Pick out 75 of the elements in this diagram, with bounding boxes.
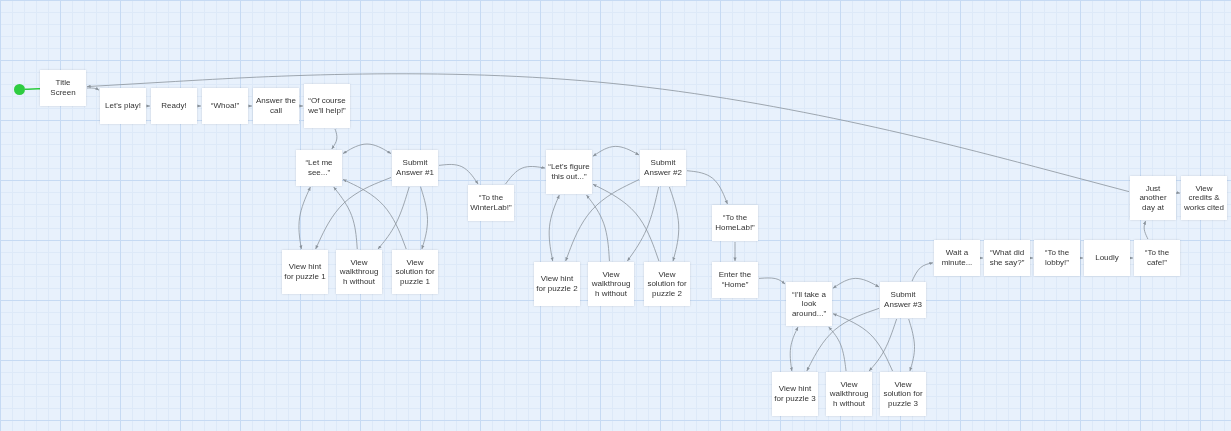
screen-title: “To the lobby!” xyxy=(1043,248,1071,268)
screen-card xyxy=(546,150,592,194)
screen-title: Enter the “Home” xyxy=(717,270,753,290)
screen-card xyxy=(588,262,634,306)
screen-title: Just another day at xyxy=(1138,183,1168,213)
screen-card xyxy=(786,282,832,326)
screen-card xyxy=(772,372,818,416)
screen-card xyxy=(336,250,382,294)
screen-card xyxy=(984,240,1030,276)
screen-card xyxy=(934,240,980,276)
screen-title: Loudly xyxy=(1095,253,1119,263)
screen-title: “Let me see...” xyxy=(304,158,334,178)
screen-title: “To the cafe!” xyxy=(1143,248,1171,268)
arrow xyxy=(1029,256,1034,260)
screen-title: Answer the call xyxy=(255,96,297,116)
screen-card xyxy=(151,88,197,124)
screen-card xyxy=(1034,240,1080,276)
screen-title: “Let's figure this out...” xyxy=(548,162,590,182)
screen-card xyxy=(202,88,248,124)
screen-title: Submit Answer #3 xyxy=(883,290,923,310)
screen-title: Submit Answer #2 xyxy=(643,158,683,178)
screen-title: View hint for puzzle 2 xyxy=(536,274,578,294)
screen-title: View credits & works cited xyxy=(1183,183,1225,213)
screen-title: “I'll take a look around...” xyxy=(790,289,828,319)
screen-title: View solution for puzzle 3 xyxy=(882,379,924,409)
arrow xyxy=(979,256,984,260)
screen-card xyxy=(880,282,926,318)
screen-title: Let's play! xyxy=(105,101,141,111)
screen-card xyxy=(1134,240,1180,276)
screen-title: Ready! xyxy=(161,101,187,111)
screen-card xyxy=(826,372,872,416)
start-circle xyxy=(14,84,25,95)
screen-title: View solution for puzzle 2 xyxy=(646,269,688,299)
screen-title: “Whoa!” xyxy=(210,101,240,111)
screen-title: Submit Answer #1 xyxy=(395,158,435,178)
arrow xyxy=(197,104,202,108)
screen-title: View walkthrough without xyxy=(828,379,870,409)
screen-card xyxy=(712,205,758,241)
screen-card xyxy=(712,262,758,298)
screen-card xyxy=(534,262,580,306)
screen-title: “What did she say?” xyxy=(988,248,1026,268)
screen-title: View walkthrough without xyxy=(590,269,632,299)
screen-title: “Of course we'll help!” xyxy=(307,96,347,116)
screen-card xyxy=(644,262,690,306)
screen-card xyxy=(296,150,342,186)
screen-title: View walkthrough without xyxy=(338,257,380,287)
arrow xyxy=(146,104,151,108)
screen-card xyxy=(1181,176,1227,220)
arrow xyxy=(298,186,311,250)
arrow xyxy=(299,104,304,108)
arrow xyxy=(248,104,253,108)
screen-card xyxy=(392,150,438,186)
screen-card xyxy=(40,70,86,106)
screen-title: View hint for puzzle 3 xyxy=(774,384,816,404)
screen-title: View hint for puzzle 1 xyxy=(284,262,326,282)
screen-card xyxy=(253,88,299,124)
screen-card xyxy=(304,84,350,128)
screen-card xyxy=(1084,240,1130,276)
screen-card xyxy=(468,185,514,221)
screen-title: Title Screen xyxy=(49,78,77,98)
screen-title: “To the WinterLab!” xyxy=(470,193,512,213)
screen-card xyxy=(100,88,146,124)
arrow xyxy=(548,194,560,262)
screen-title: Wait a minute... xyxy=(940,248,974,268)
screen-card xyxy=(282,250,328,294)
screen-title: View solution for puzzle 1 xyxy=(394,257,436,287)
screen-card xyxy=(392,250,438,294)
arrow xyxy=(1176,190,1181,195)
arrow xyxy=(1079,256,1084,260)
screen-title: “To the HomeLab!” xyxy=(714,213,756,233)
arrow xyxy=(1129,256,1134,260)
screen-card xyxy=(1130,176,1176,220)
screen-card xyxy=(640,150,686,186)
screen-card xyxy=(880,372,926,416)
arrow xyxy=(789,326,799,372)
